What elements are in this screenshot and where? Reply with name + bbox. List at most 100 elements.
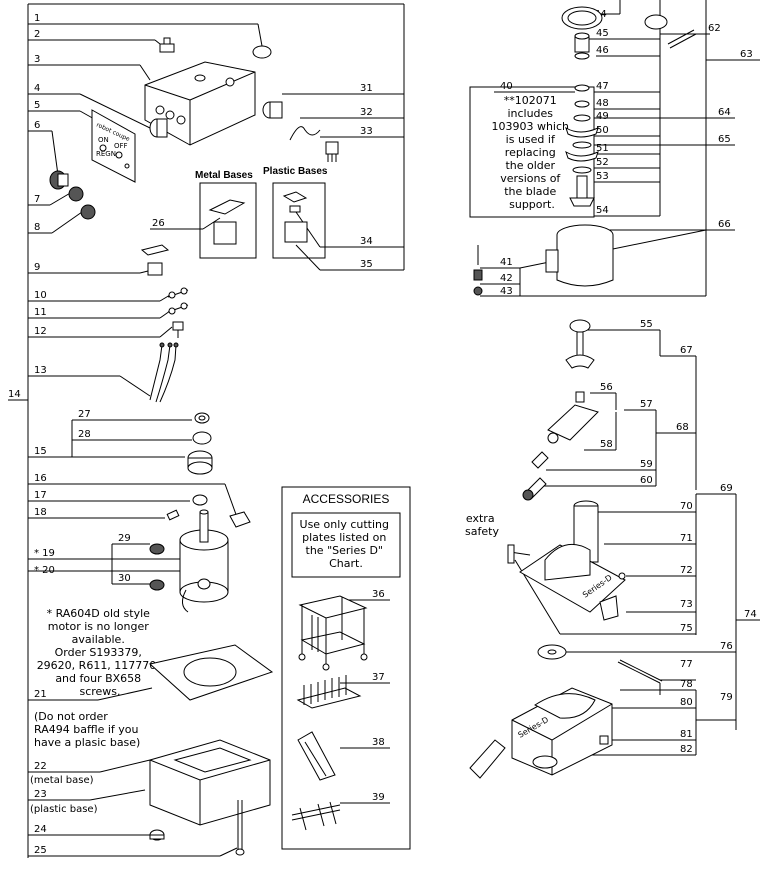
plug-33 — [325, 141, 339, 162]
bowl-66 — [545, 224, 614, 287]
label-53: 53 — [596, 171, 609, 182]
label-69: 69 — [720, 483, 733, 494]
left-part-labels: 1 2 3 4 5 6 7 8 9 10 11 12 13 14 31 32 3… — [8, 13, 373, 400]
label-24: 24 — [34, 824, 47, 835]
screw-25 — [235, 800, 245, 856]
label-47: 47 — [596, 81, 609, 92]
pin-18 — [166, 509, 180, 521]
motor-assembly — [179, 509, 229, 613]
button-8 — [80, 204, 96, 220]
label-16: 16 — [34, 473, 47, 484]
lower-left-leaders — [28, 419, 239, 857]
label-4: 4 — [34, 83, 40, 94]
label-51: 51 — [596, 143, 609, 154]
label-58: 58 — [600, 439, 613, 450]
plastic-bases-box — [272, 182, 326, 259]
label-25: 25 — [34, 845, 47, 856]
disc-76 — [537, 644, 567, 660]
label-3: 3 — [34, 54, 40, 65]
base-22-23 — [149, 739, 271, 826]
cylinder-part-4 — [149, 118, 168, 138]
label-55: 55 — [640, 319, 653, 330]
label-10: 10 — [34, 290, 47, 301]
label-45: 45 — [596, 28, 609, 39]
panel-on: ON — [98, 136, 109, 144]
connector-31 — [262, 101, 283, 119]
baffle-21 — [148, 644, 274, 701]
bar-39 — [291, 801, 341, 831]
switch-part-2 — [159, 37, 175, 53]
motor-housing — [144, 61, 256, 146]
metal-bases-header: Metal Bases — [195, 170, 253, 181]
rack-37 — [296, 675, 362, 709]
motor-note: * RA604D old style motor is no longer av… — [37, 607, 164, 698]
label-36: 36 — [372, 589, 385, 600]
label-14: 14 — [8, 389, 21, 400]
label-60: 60 — [640, 475, 653, 486]
label-59: 59 — [640, 459, 653, 470]
pad-9 — [140, 244, 170, 276]
wire-harness-13 — [149, 342, 179, 403]
label-9: 9 — [34, 262, 40, 273]
label-1: 1 — [34, 13, 40, 24]
right-lower-leaders — [509, 329, 736, 756]
label-29: 29 — [118, 533, 131, 544]
label-50: 50 — [596, 125, 609, 136]
label-20: * 20 — [34, 565, 55, 576]
label-11: 11 — [34, 307, 47, 318]
label-65: 65 — [718, 134, 731, 145]
label-32: 32 — [360, 107, 373, 118]
right-upper-frame — [469, 0, 760, 296]
blade-stack — [561, 6, 603, 207]
label-23: 23 — [34, 789, 47, 800]
label-67: 67 — [680, 345, 693, 356]
plastic-base-label: (plastic base) — [30, 804, 98, 815]
right-lower-labels: 55 67 56 57 68 58 59 60 69 70 71 72 73 7… — [600, 319, 757, 755]
label-62: 62 — [708, 23, 721, 34]
label-31: 31 — [360, 83, 373, 94]
label-34: 34 — [360, 236, 373, 247]
accessories-header: ACCESSORIES — [303, 492, 390, 506]
label-76: 76 — [720, 641, 733, 652]
label-13: 13 — [34, 365, 47, 376]
label-68: 68 — [676, 422, 689, 433]
label-70: 70 — [680, 501, 693, 512]
panel-reg: REGN — [96, 150, 116, 158]
label-8: 8 — [34, 222, 40, 233]
label-66: 66 — [718, 219, 731, 230]
label-38: 38 — [372, 737, 385, 748]
label-12: 12 — [34, 326, 47, 337]
pusher-assembly — [522, 319, 599, 501]
cutting-plates-note: Use only cutting plates listed on the "S… — [300, 518, 393, 570]
label-80: 80 — [680, 697, 693, 708]
note-102071-text: **102071 includes 103903 which is used i… — [491, 94, 572, 211]
lower-left-labels: 27 28 15 16 17 18 29 30 * 19 * 20 21 22 … — [34, 409, 131, 856]
label-15: 15 — [34, 446, 47, 457]
washer-17 — [192, 494, 208, 506]
label-78: 78 — [680, 679, 693, 690]
label-63: 63 — [740, 49, 753, 60]
holder-38 — [297, 731, 336, 781]
label-82: 82 — [680, 744, 693, 755]
label-18: 18 — [34, 507, 47, 518]
label-28: 28 — [78, 429, 91, 440]
extra-safety-text: extra safety — [465, 512, 499, 538]
control-panel-5: robot coupe ON OFF REGN — [91, 109, 136, 183]
label-30: 30 — [118, 573, 131, 584]
label-54: 54 — [596, 205, 609, 216]
metal-bases-box — [199, 182, 257, 259]
button-6 — [49, 170, 69, 190]
label-33: 33 — [360, 126, 373, 137]
label-64: 64 — [718, 107, 731, 118]
motor-note-text: * RA604D old style motor is no longer av… — [37, 607, 164, 698]
label-75: 75 — [680, 623, 693, 634]
label-77: 77 — [680, 659, 693, 670]
label-35: 35 — [360, 259, 373, 270]
label-57: 57 — [640, 399, 653, 410]
baffle-note-text: (Do not order RA494 baffle if you have a… — [34, 710, 142, 749]
right-upper-labels: 44 62 63 45 46 40 47 48 49 64 50 65 51 5… — [500, 9, 753, 297]
label-49: 49 — [596, 111, 609, 122]
label-56: 56 — [600, 382, 613, 393]
terminal-12 — [172, 321, 184, 338]
